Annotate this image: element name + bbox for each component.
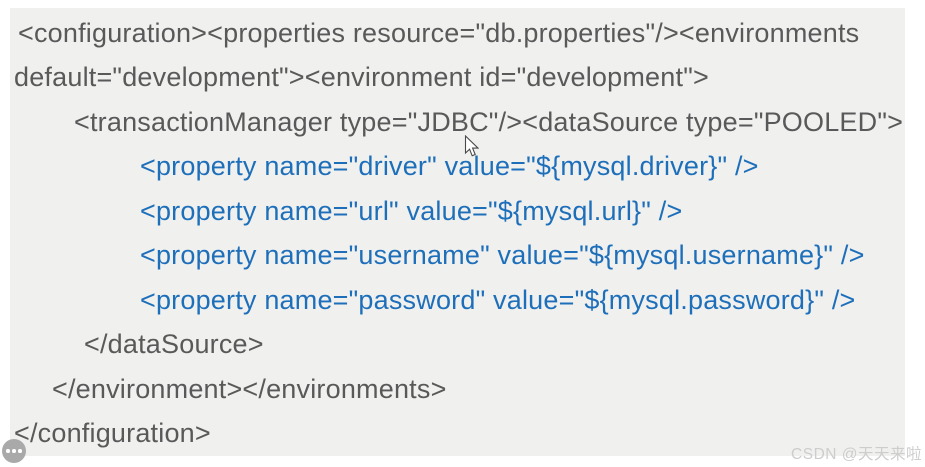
code-line: </environment></environments> <box>52 373 447 404</box>
code-line: </configuration> <box>14 417 211 448</box>
xml-code-block: <configuration><properties resource="db.… <box>0 11 925 455</box>
code-line: <configuration><properties resource="db.… <box>18 18 860 48</box>
code-line: <property name="url" value="${mysql.url}… <box>140 195 683 226</box>
code-line: <property name="driver" value="${mysql.d… <box>140 151 759 182</box>
code-line: </dataSource> <box>84 329 264 360</box>
more-options-button[interactable] <box>2 439 26 463</box>
more-options-icon <box>12 449 16 453</box>
code-line: <property name="username" value="${mysql… <box>140 240 865 271</box>
code-line: <transactionManager type="JDBC"/><dataSo… <box>74 106 904 137</box>
slide-panel <box>10 8 905 456</box>
watermark: CSDN @天天来啦 <box>791 446 922 463</box>
more-options-icon <box>6 449 10 453</box>
code-line: default="development"><environment id="d… <box>14 62 709 93</box>
code-line: <property name="password" value="${mysql… <box>140 284 856 315</box>
more-options-icon <box>18 449 22 453</box>
